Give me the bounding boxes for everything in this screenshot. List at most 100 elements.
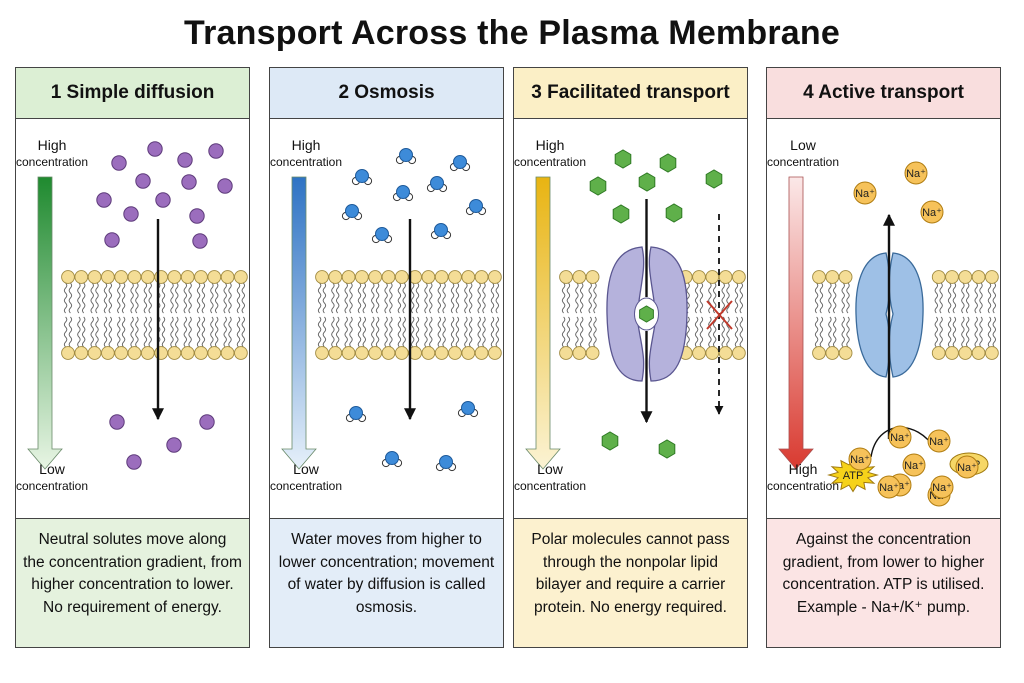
lipid-head xyxy=(985,346,999,360)
lipid-tail xyxy=(95,316,99,348)
oxygen-atom xyxy=(430,176,444,190)
bottom-concentration-sublabel: concentration xyxy=(270,479,342,493)
lipid-tail xyxy=(183,282,187,314)
lipid-head xyxy=(381,346,396,360)
gradient-arrow-shape xyxy=(778,176,814,470)
solute-molecule xyxy=(181,174,197,190)
page-title: Transport Across the Plasma Membrane xyxy=(184,14,840,52)
lipid-head xyxy=(194,270,208,284)
lipid-head xyxy=(692,270,706,284)
lipid-tail xyxy=(103,316,108,348)
lipid-head xyxy=(572,346,587,360)
water-molecule xyxy=(426,176,448,193)
lipid-tail xyxy=(215,316,219,348)
lipid-tail xyxy=(588,316,592,348)
lipid-head xyxy=(692,346,706,360)
lipid-head xyxy=(705,270,720,284)
ion-label: Na⁺ xyxy=(957,462,977,474)
lipid-tail xyxy=(469,282,473,314)
sodium-ion: Na⁺ xyxy=(888,425,912,449)
lipid-head xyxy=(167,346,182,360)
lipid-head xyxy=(971,270,986,284)
lipid-tail xyxy=(362,282,366,314)
lipid-head xyxy=(474,270,489,284)
lipid-tail xyxy=(713,316,717,348)
lipid-head xyxy=(474,346,489,360)
lipid-tail xyxy=(833,282,837,314)
lipid-tail xyxy=(68,316,73,348)
ion-label: Na⁺ xyxy=(906,168,926,180)
ion-circle xyxy=(877,475,901,499)
polar-molecule xyxy=(614,149,632,169)
lipid-tail xyxy=(734,282,739,314)
lipid-tail xyxy=(63,316,68,348)
polar-molecule xyxy=(658,439,676,459)
lipid-tail xyxy=(241,316,245,348)
solute-molecule xyxy=(192,233,208,249)
lipid-tail xyxy=(561,316,566,348)
lipid-tail xyxy=(196,316,201,348)
ion-label: Na⁺ xyxy=(850,454,870,466)
lipid-tail xyxy=(726,282,730,314)
lipid-tail xyxy=(402,282,406,314)
lipid-head xyxy=(931,346,946,360)
lipid-head xyxy=(434,270,449,284)
lipid-head xyxy=(315,346,329,360)
panel-heading: 4 Active transport xyxy=(767,68,1000,119)
lipid-tail xyxy=(694,316,699,348)
lipid-tail xyxy=(121,316,126,348)
lipid-head xyxy=(945,346,959,360)
lipid-tail xyxy=(210,316,214,348)
lipid-tail xyxy=(90,316,94,348)
panel-description: Against the concentration gradient, from… xyxy=(767,518,1000,647)
lipid-head xyxy=(421,346,436,360)
lipid-tail xyxy=(814,282,819,314)
lipid-head xyxy=(355,270,369,284)
lipid-head xyxy=(448,270,462,284)
solute-molecule xyxy=(147,141,163,157)
oxygen-atom xyxy=(399,148,413,162)
description-line: No requirement of energy. xyxy=(43,598,222,616)
lipid-tail xyxy=(966,282,970,314)
lipid-tail xyxy=(397,316,402,348)
lipid-head xyxy=(585,270,600,284)
solute-molecule xyxy=(123,206,139,222)
lipid-tail xyxy=(992,316,996,348)
lipid-head xyxy=(448,346,462,360)
lipid-head xyxy=(945,270,959,284)
lipid-head xyxy=(220,270,235,284)
description-line: osmosis. xyxy=(355,598,418,616)
oxygen-atom xyxy=(345,204,359,218)
description-line: of water by diffusion is called xyxy=(287,576,486,593)
ion-label: Na⁺ xyxy=(890,432,910,444)
lipid-tail xyxy=(566,282,571,314)
lipid-tail xyxy=(455,316,460,348)
lipid-tail xyxy=(961,282,965,314)
sodium-ion: Na⁺ xyxy=(902,453,926,477)
lipid-head xyxy=(87,346,102,360)
lipid-tail xyxy=(846,316,850,348)
lipid-head xyxy=(140,346,155,360)
ion-circle xyxy=(888,425,912,449)
lipid-tail xyxy=(424,316,428,348)
solute-molecule xyxy=(208,143,224,159)
lipid-tail xyxy=(143,282,148,314)
lipid-tail xyxy=(814,316,819,348)
lipid-head xyxy=(461,346,476,360)
lipid-tail xyxy=(721,316,725,348)
gradient-arrow-shape xyxy=(27,176,63,470)
bottom-concentration-sublabel: concentration xyxy=(16,479,88,493)
top-concentration-sublabel: concentration xyxy=(16,155,88,169)
water-molecule xyxy=(430,223,452,240)
sodium-ion: Na⁺ xyxy=(920,200,944,224)
lipid-head xyxy=(114,270,129,284)
water-molecule xyxy=(465,199,487,216)
lipid-tail xyxy=(429,282,433,314)
lipid-head xyxy=(315,270,329,284)
oxygen-atom xyxy=(453,155,467,169)
gradient-arrow-shape xyxy=(525,176,561,470)
description-line: concentration. ATP is utilised. xyxy=(782,576,985,593)
ion-label: Na⁺ xyxy=(904,460,924,472)
lipid-tail xyxy=(411,282,415,314)
